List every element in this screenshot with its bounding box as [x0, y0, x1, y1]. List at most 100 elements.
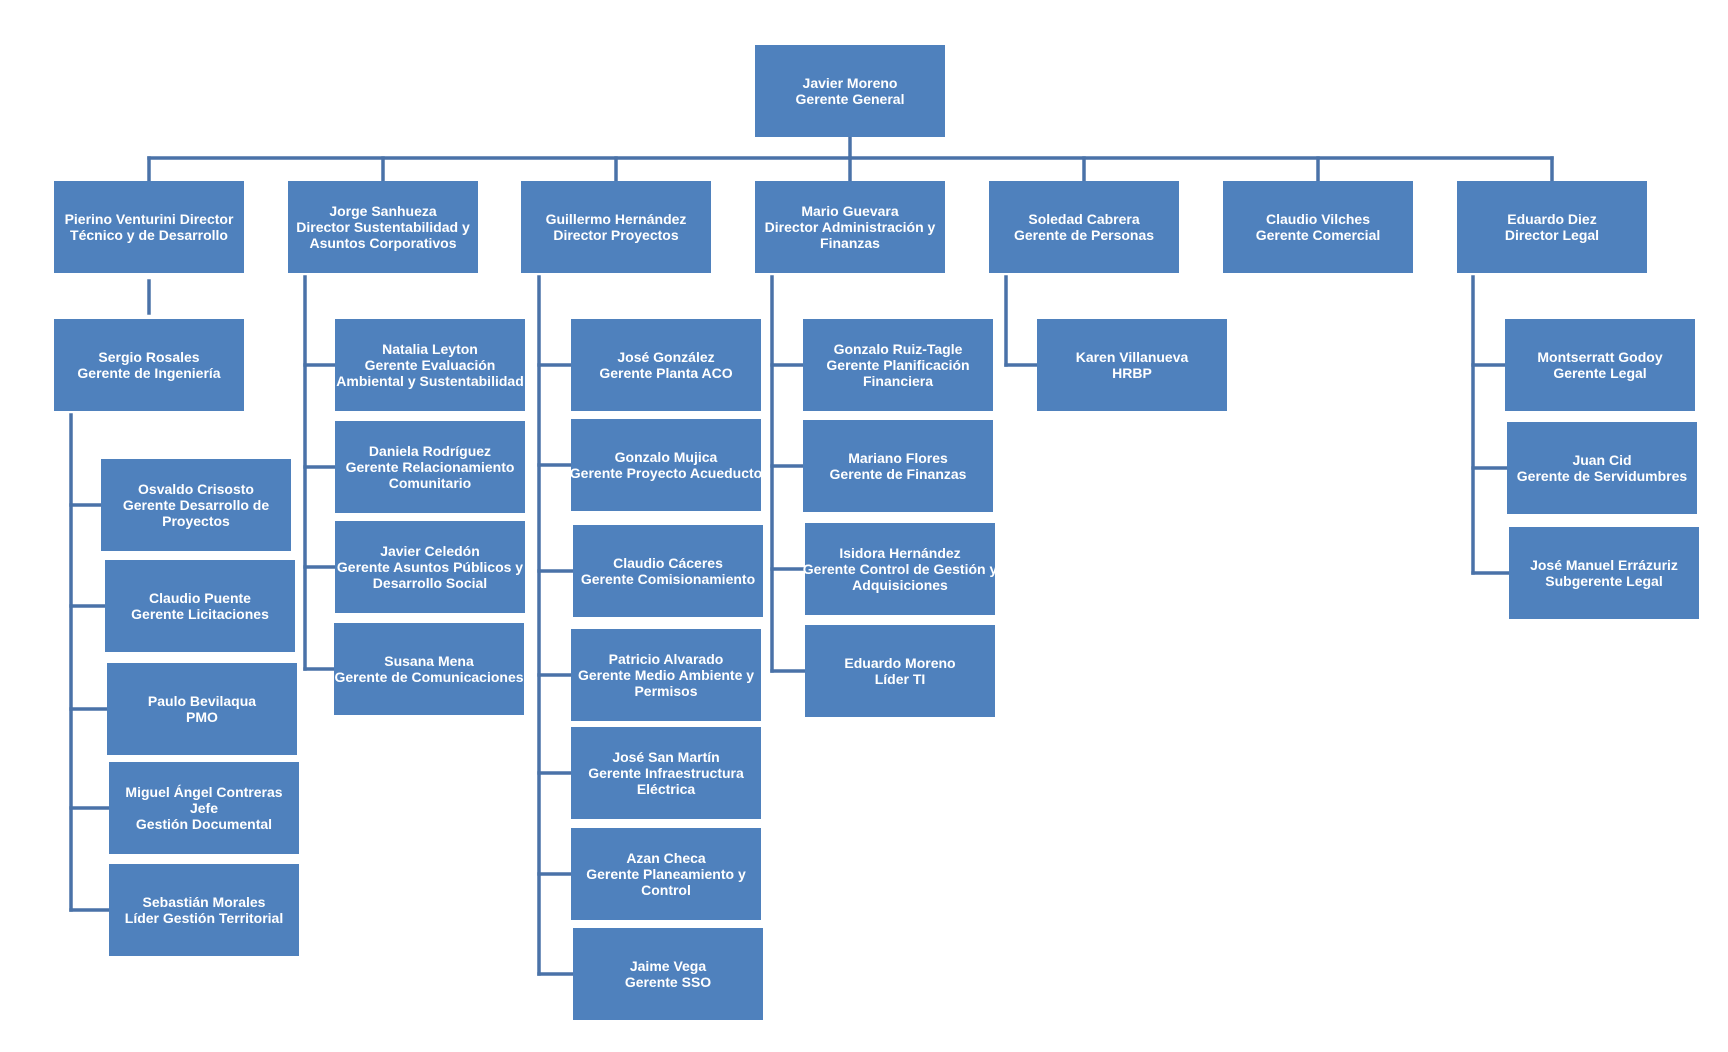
node-dept-1-line-2: Técnico y de Desarrollo: [70, 227, 228, 243]
node-dept-5-line-2: Gerente de Personas: [1013, 227, 1155, 243]
node-dept-1-report-2-line-2: Gerente Licitaciones: [131, 606, 269, 622]
node-dept-5-report-1-line-2: HRBP: [1112, 365, 1152, 381]
node-dept-5-line-1: Soledad Cabrera: [1028, 211, 1140, 227]
node-dept-1-report-5-line-1: Sebastián Morales: [142, 894, 266, 910]
node-dept-3-line-2: Director Proyectos: [553, 227, 679, 243]
node-dept-4-report-3-line-3: Adquisiciones: [852, 577, 948, 593]
node-dept-2-line-2: Director Sustentabilidad y: [296, 219, 470, 235]
node-dept-3-report-4-line-2: Gerente Medio Ambiente y: [577, 667, 755, 683]
node-dept-3-report-4-line-3: Permisos: [634, 683, 698, 699]
node-dept-7-report-2-line-2: Gerente de Servidumbres: [1516, 468, 1688, 484]
node-dept-4-line-1: Mario Guevara: [801, 203, 899, 219]
node-dept-7-line-2: Director Legal: [1504, 227, 1600, 243]
node-dept-3-report-5-line-1: José San Martín: [612, 749, 720, 765]
node-dept-7-report-2-line-1: Juan Cid: [1572, 452, 1632, 468]
node-dept-2-report-4-line-2: Gerente de Comunicaciones: [334, 669, 524, 685]
node-dept-4-report-1-line-3: Financiera: [862, 373, 934, 389]
node-dept-3-report-7-line-2: Gerente SSO: [624, 974, 712, 990]
node-dept-2-report-4-line-1: Susana Mena: [384, 653, 474, 669]
node-root[interactable]: Javier Moreno Gerente General: [755, 45, 945, 137]
node-dept-1-report-4-line-1: Miguel Ángel Contreras: [125, 784, 283, 800]
node-dept-6-line-2: Gerente Comercial: [1255, 227, 1381, 243]
node-root-name: Javier Moreno: [802, 75, 898, 91]
node-dept-1-report-1-line-1: Osvaldo Crisosto: [138, 481, 254, 497]
node-dept-5-report-1-line-1: Karen Villanueva: [1075, 349, 1189, 365]
node-dept-2-report-3-line-3: Desarrollo Social: [372, 575, 488, 591]
node-dept-2-report-3-line-2: Gerente Asuntos Públicos y: [336, 559, 524, 575]
node-dept-2-line-1: Jorge Sanhueza: [329, 203, 437, 219]
node-dept-2-report-2-line-1: Daniela Rodríguez: [368, 443, 492, 459]
node-dept-4-report-4-line-2: Líder TI: [874, 671, 926, 687]
node-dept-4-report-1-line-1: Gonzalo Ruiz-Tagle: [833, 341, 963, 357]
node-dept-1-report-4-line-2: Jefe: [189, 800, 219, 816]
node-dept-2-report-1-line-2: Gerente Evaluación: [364, 357, 496, 373]
node-dept-1-report-4-line-3: Gestión Documental: [135, 816, 273, 832]
node-dept-3-report-6-line-1: Azan Checa: [626, 850, 706, 866]
node-dept-7-report-3-line-2: Subgerente Legal: [1545, 573, 1663, 589]
node-dept-2-report-2-line-2: Gerente Relacionamiento: [345, 459, 515, 475]
node-dept-3-report-2-line-1: Gonzalo Mujica: [614, 449, 718, 465]
node-dept-1-report-1-line-2: Gerente Desarrollo de: [122, 497, 270, 513]
node-dept-4-report-3-line-1: Isidora Hernández: [839, 545, 961, 561]
node-dept-1-subhead-line-2: Gerente de Ingeniería: [77, 365, 221, 381]
node-dept-4-report-4-line-1: Eduardo Moreno: [844, 655, 956, 671]
node-dept-4-line-3: Finanzas: [820, 235, 880, 251]
node-dept-7-report-1-line-2: Gerente Legal: [1553, 365, 1647, 381]
node-dept-3-report-1-line-2: Gerente Planta ACO: [599, 365, 733, 381]
node-dept-2-report-3-line-1: Javier Celedón: [380, 543, 480, 559]
node-dept-4-report-2-line-2: Gerente de Finanzas: [829, 466, 967, 482]
node-dept-4-line-2: Director Administración y: [764, 219, 936, 235]
node-dept-3-report-6-line-2: Gerente Planeamiento y: [586, 866, 746, 882]
node-dept-4-report-3-line-2: Gerente Control de Gestión y: [802, 561, 998, 577]
node-dept-1-report-3-line-1: Paulo Bevilaqua: [147, 693, 257, 709]
node-dept-1-report-5-line-2: Líder Gestión Territorial: [124, 910, 284, 926]
node-dept-2-report-1-line-3: Ambiental y Sustentabilidad: [336, 373, 524, 389]
node-dept-2-report-1-line-1: Natalia Leyton: [382, 341, 478, 357]
node-root-title: Gerente General: [795, 91, 905, 107]
node-dept-1-report-3-line-2: PMO: [186, 709, 218, 725]
node-dept-7-report-3-line-1: José Manuel Errázuriz: [1530, 557, 1678, 573]
node-dept-4-report-1-line-2: Gerente Planificación: [826, 357, 970, 373]
node-dept-3-report-6-line-3: Control: [641, 882, 691, 898]
node-dept-6-line-1: Claudio Vilches: [1266, 211, 1370, 227]
node-dept-2-line-3: Asuntos Corporativos: [309, 235, 457, 251]
node-dept-3-report-7-line-1: Jaime Vega: [629, 958, 707, 974]
node-dept-3-line-1: Guillermo Hernández: [545, 211, 687, 227]
node-dept-3-report-4-line-1: Patricio Alvarado: [608, 651, 724, 667]
node-dept-3-report-5-line-2: Gerente Infraestructura: [588, 765, 744, 781]
node-dept-3-report-2-line-2: Gerente Proyecto Acueducto: [569, 465, 763, 481]
node-dept-1-report-1-line-3: Proyectos: [162, 513, 230, 529]
